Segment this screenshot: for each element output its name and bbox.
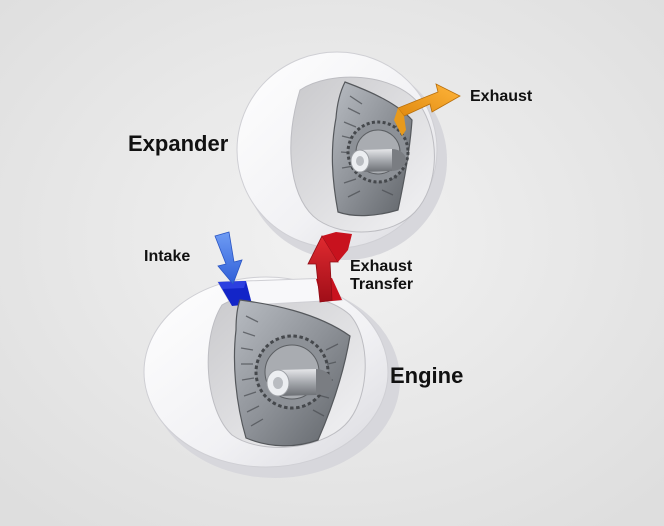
- engine-shaft: [266, 369, 332, 397]
- arrow-down-icon: [214, 231, 243, 285]
- arrow-up-right-icon: [394, 83, 461, 136]
- exhaust-transfer-label-line1: Exhaust: [350, 258, 413, 275]
- expander-label: Expander: [128, 131, 229, 156]
- engine-rotor: [233, 299, 351, 447]
- expander-shaft: [350, 149, 406, 173]
- exhaust-transfer-label: Exhaust Transfer: [350, 258, 413, 294]
- intake-label: Intake: [144, 248, 191, 265]
- expander-rotor: [331, 81, 413, 217]
- exhaust-transfer-label-line2: Transfer: [350, 276, 414, 293]
- engine-label: Engine: [390, 363, 464, 388]
- exhaust-label: Exhaust: [470, 88, 533, 105]
- arrow-up-icon: [307, 232, 352, 303]
